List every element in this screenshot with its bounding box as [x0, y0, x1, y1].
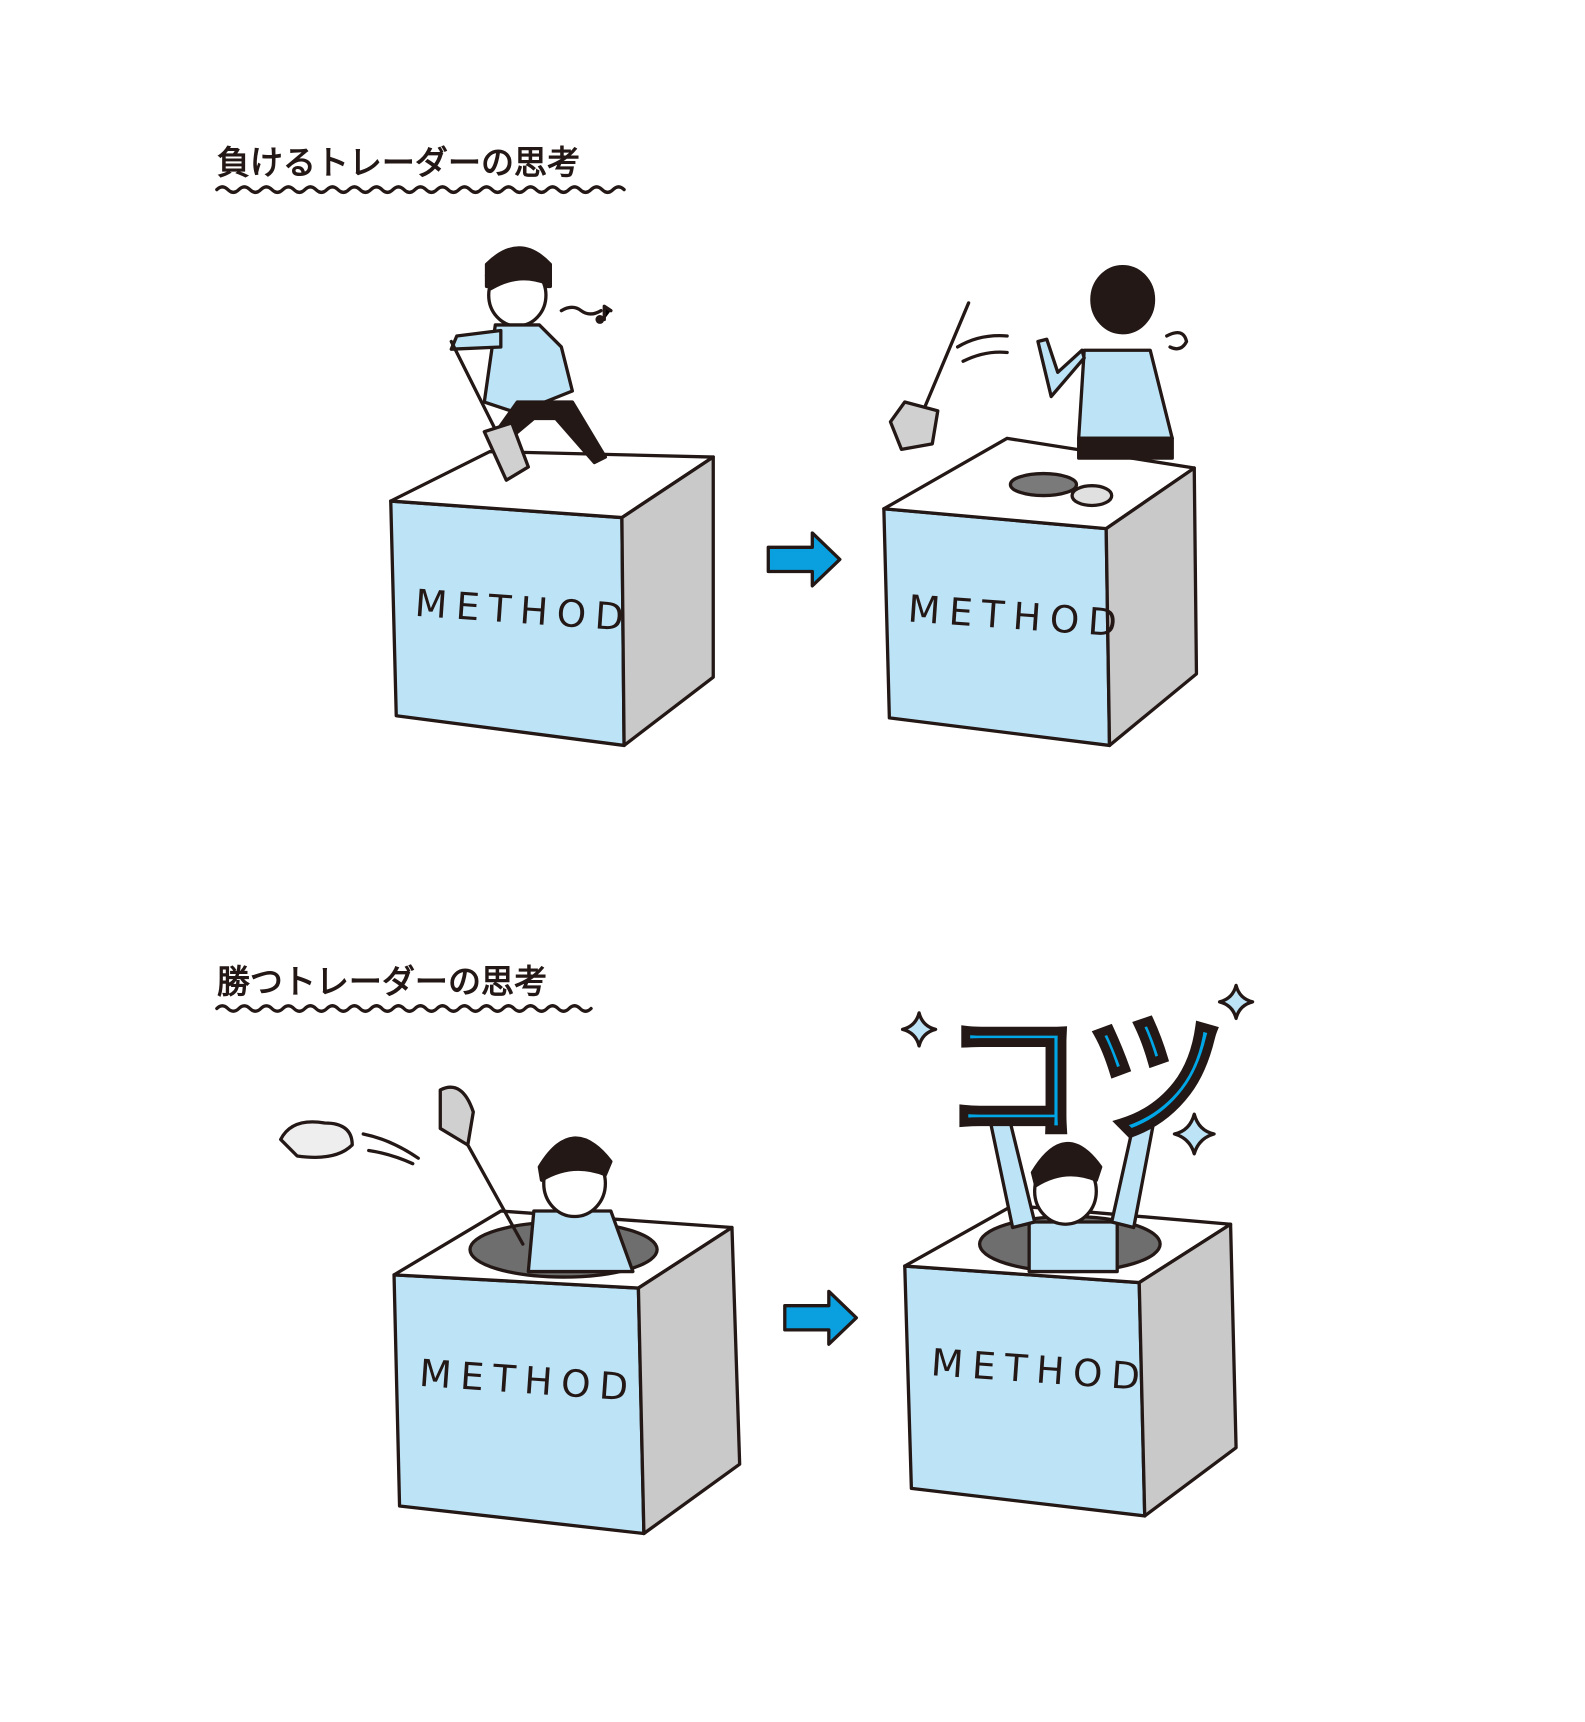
method-cube-3: METHOD: [392, 1209, 742, 1536]
arrow-right-icon: [783, 1289, 858, 1346]
title-winning-trader: 勝つトレーダーの思考: [217, 962, 547, 1001]
kotsu-3d-text: コツ: [939, 993, 1230, 1164]
arrow-right-icon: [766, 531, 842, 588]
trader-found-kotsu: [988, 1121, 1156, 1274]
title-losing-trader: 負けるトレーダーの思考: [217, 143, 580, 182]
trader-digging-deep: [279, 1085, 635, 1274]
sparkle-icon: [1217, 983, 1255, 1021]
section-title-winning: 勝つトレーダーの思考: [215, 962, 593, 1013]
sparkle-icons: [900, 983, 1255, 1156]
trader-digging-happily: [449, 246, 613, 482]
method-cube-1: METHOD: [389, 449, 715, 748]
sparkle-icon: [900, 1011, 938, 1048]
wavy-underline: [215, 1004, 593, 1013]
wavy-underline: [215, 185, 626, 194]
trader-giving-up: [888, 264, 1189, 460]
sparkle-icon: [1172, 1112, 1216, 1156]
kotsu-text: コツ: [941, 995, 1227, 1162]
method-cube-2: METHOD: [882, 436, 1199, 748]
section-title-losing: 負けるトレーダーの思考: [215, 143, 626, 194]
